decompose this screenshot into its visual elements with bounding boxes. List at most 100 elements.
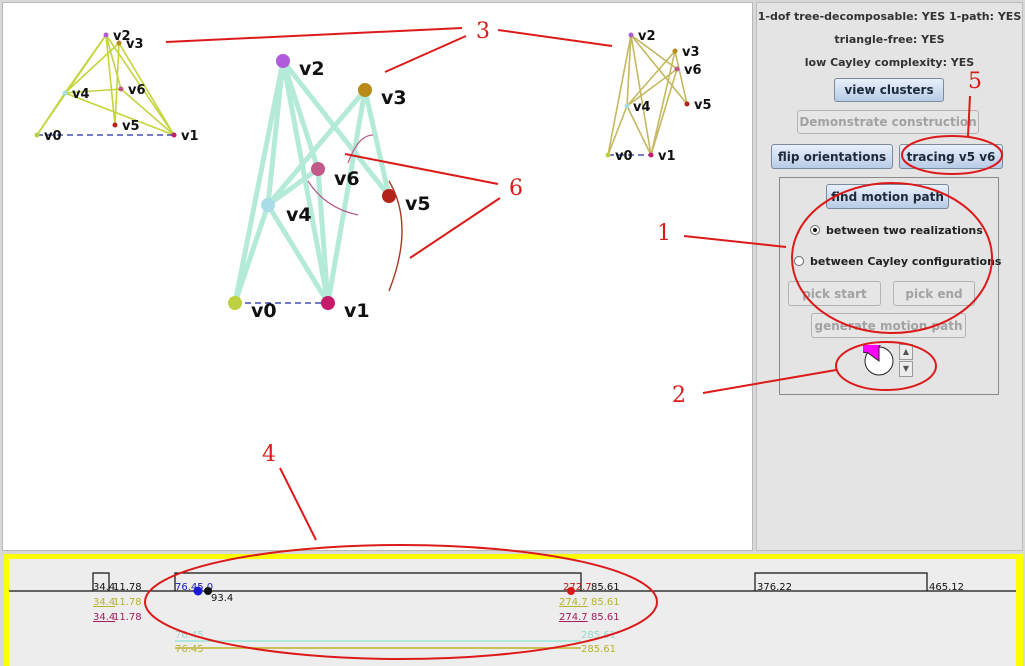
find-motion-path-button[interactable]: find motion path bbox=[826, 184, 949, 209]
vertex-label-v0: v0 bbox=[44, 129, 62, 144]
tracing-button[interactable]: tracing v5 v6 bbox=[899, 144, 1003, 169]
vertex-label-v0: v0 bbox=[251, 300, 277, 322]
vertex-v6[interactable] bbox=[118, 86, 124, 92]
edge-v2-v6 bbox=[105, 34, 122, 90]
edge-v3-v5 bbox=[674, 50, 688, 105]
edge-v1-v6 bbox=[315, 166, 331, 306]
timeline-label: 11.78 bbox=[113, 582, 142, 593]
vertex-v4[interactable] bbox=[62, 90, 68, 96]
timeline-label: 465.12 bbox=[929, 582, 964, 593]
vertex-v3[interactable] bbox=[672, 48, 678, 54]
edge-v3-v4 bbox=[64, 42, 120, 94]
timeline-label: 11.78 bbox=[113, 612, 142, 623]
timeline-marker-end[interactable] bbox=[567, 587, 575, 595]
vertex-v6[interactable] bbox=[311, 162, 325, 176]
vertex-label-v1: v1 bbox=[344, 300, 370, 322]
v5-trace-curve bbox=[388, 180, 403, 292]
interval-bracket[interactable] bbox=[754, 572, 928, 591]
timeline-label: 11.78 bbox=[113, 597, 142, 608]
pick-end-button[interactable]: pick end bbox=[893, 281, 975, 306]
vertex-label-v3: v3 bbox=[381, 87, 407, 109]
vertex-label-v5: v5 bbox=[694, 98, 712, 113]
generate-motion-path-button[interactable]: generate motion path bbox=[811, 313, 966, 338]
timeline-label: 274.7 bbox=[559, 597, 588, 608]
edge-v2-v4 bbox=[64, 34, 107, 94]
edge-v1-v4 bbox=[64, 92, 175, 136]
edge-v1-v6 bbox=[650, 68, 678, 156]
vertex-v1[interactable] bbox=[321, 296, 335, 310]
timeline-label: 34.4 bbox=[93, 597, 115, 608]
radio-cayley-configurations-circle[interactable] bbox=[794, 256, 804, 266]
demonstrate-construction-button[interactable]: Demonstrate construction bbox=[797, 110, 979, 134]
radio-two-realizations-circle[interactable] bbox=[810, 225, 820, 235]
progress-spinner[interactable]: ▲ ▼ bbox=[863, 343, 915, 383]
edge-v0-v2 bbox=[607, 34, 632, 156]
vertex-label-v6: v6 bbox=[334, 168, 360, 190]
vertex-v2[interactable] bbox=[276, 54, 290, 68]
edge-v1-v2 bbox=[280, 58, 331, 306]
edge-v2-v4 bbox=[626, 34, 632, 107]
flip-orientations-button[interactable]: flip orientations bbox=[771, 144, 893, 169]
timeline-label: 285.61 bbox=[581, 644, 616, 655]
edge-v3-v5 bbox=[114, 42, 120, 126]
vertex-v3[interactable] bbox=[358, 83, 372, 97]
edge-v4-v6 bbox=[64, 88, 122, 94]
timeline-label: 76.45 bbox=[175, 630, 204, 641]
vertex-v5[interactable] bbox=[112, 122, 118, 128]
timeline-marker-current[interactable] bbox=[204, 587, 212, 595]
edge-v3-v4 bbox=[626, 50, 676, 107]
timeline-label: 34.4 bbox=[93, 612, 115, 623]
status-triangle-free: triangle-free: YES bbox=[834, 33, 945, 46]
vertex-label-v4: v4 bbox=[286, 204, 312, 226]
vertex-label-v6: v6 bbox=[128, 83, 146, 98]
timeline-drawing[interactable]: 34.411.7834.411.7834.411.7876.45.093.476… bbox=[9, 559, 1016, 666]
control-panel: 1-dof tree-decomposable: YES 1-path: YES… bbox=[756, 2, 1023, 551]
spinner-down-icon[interactable]: ▼ bbox=[899, 361, 913, 377]
vertex-v0[interactable] bbox=[228, 296, 242, 310]
vertex-label-v3: v3 bbox=[126, 37, 144, 52]
vertex-v5[interactable] bbox=[382, 189, 396, 203]
edge-v3-v4 bbox=[265, 87, 368, 208]
vertex-label-v5: v5 bbox=[122, 119, 140, 134]
v6-trace-curve-2 bbox=[307, 180, 359, 216]
radio-two-realizations[interactable]: between two realizations bbox=[810, 221, 983, 239]
radio-cayley-configurations[interactable]: between Cayley configurations bbox=[794, 252, 1001, 270]
vertex-v3[interactable] bbox=[116, 40, 122, 46]
timeline-label: 285.61 bbox=[581, 630, 616, 641]
vertex-label-v4: v4 bbox=[72, 87, 90, 102]
vertex-v1[interactable] bbox=[171, 132, 177, 138]
vertex-v6[interactable] bbox=[674, 66, 680, 72]
edge-v0-v4 bbox=[607, 105, 628, 156]
vertex-v4[interactable] bbox=[624, 103, 630, 109]
view-clusters-button[interactable]: view clusters bbox=[834, 78, 944, 102]
vertex-label-v4: v4 bbox=[633, 100, 651, 115]
progress-pie-icon bbox=[863, 345, 894, 376]
vertex-v2[interactable] bbox=[103, 32, 109, 38]
edge-v2-v5 bbox=[105, 34, 116, 126]
vertex-v0[interactable] bbox=[605, 152, 611, 158]
vertex-v5[interactable] bbox=[684, 101, 690, 107]
pick-start-button[interactable]: pick start bbox=[788, 281, 881, 306]
interval-bracket[interactable] bbox=[174, 572, 582, 591]
spinner-up-icon[interactable]: ▲ bbox=[899, 344, 913, 360]
timeline-label: 376.22 bbox=[757, 582, 792, 593]
radio-cayley-configurations-label: between Cayley configurations bbox=[810, 254, 1002, 268]
motion-path-panel: find motion path between two realization… bbox=[779, 177, 1001, 395]
timeline-marker-start[interactable] bbox=[193, 586, 203, 596]
edge-v4-v6 bbox=[626, 68, 678, 107]
vertex-v1[interactable] bbox=[648, 152, 654, 158]
edge-v1-v4 bbox=[626, 105, 652, 156]
vertex-v0[interactable] bbox=[34, 132, 40, 138]
vertex-v2[interactable] bbox=[628, 32, 634, 38]
interval-bracket[interactable] bbox=[92, 572, 110, 591]
timeline-label: 85.61 bbox=[591, 597, 620, 608]
vertex-v4[interactable] bbox=[261, 198, 275, 212]
radio-two-realizations-label: between two realizations bbox=[826, 223, 983, 237]
